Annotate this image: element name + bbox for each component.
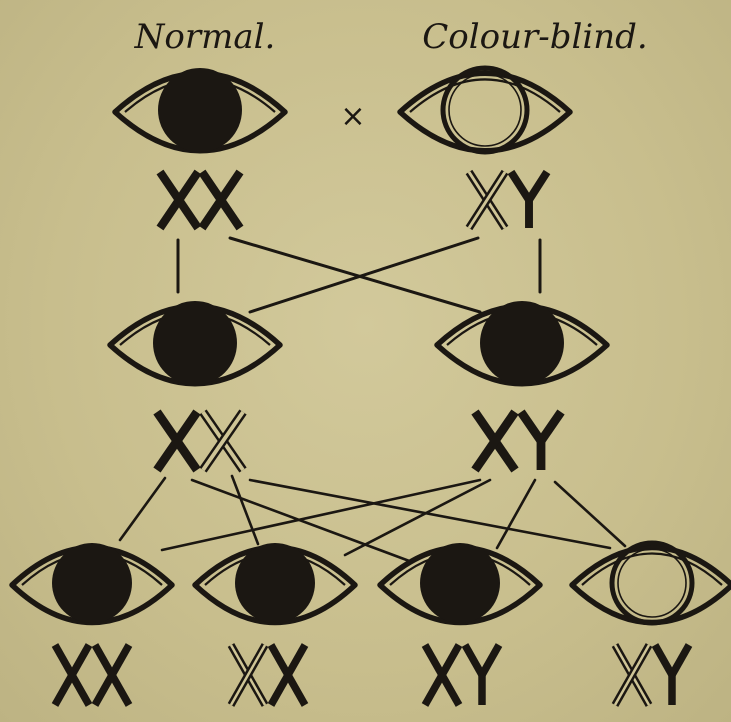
iris-filled xyxy=(153,301,237,385)
f2-3-chromosome-1 xyxy=(425,645,459,705)
iris-filled xyxy=(420,543,500,623)
line-f1a-f2a xyxy=(120,478,165,540)
eye-f2-2 xyxy=(195,543,355,623)
f2-4-chromosome-1 xyxy=(615,645,649,705)
f2-2-chromosome-2 xyxy=(271,645,305,705)
iris-filled xyxy=(480,301,564,385)
line-f1b-f2d xyxy=(555,482,625,546)
iris-hollow xyxy=(443,68,527,152)
eye-f1-1 xyxy=(110,301,280,385)
eye-parent-colourblind xyxy=(400,68,570,152)
f2-2-chromosome-1 xyxy=(231,645,265,705)
parent-1-chromosome-1 xyxy=(160,172,198,228)
eye-f2-4 xyxy=(572,543,731,623)
eye-f2-3 xyxy=(380,543,540,623)
f2-3-chromosome-2 xyxy=(465,645,499,705)
parent-label-normal: Normal. xyxy=(134,17,276,57)
f1-2-chromosome-2 xyxy=(521,412,561,470)
f2-1-chromosome-2 xyxy=(95,645,129,705)
f1-1-chromosome-2 xyxy=(203,412,243,470)
parent-label-colourblind: Colour-blind. xyxy=(422,17,647,57)
eye-parent-normal xyxy=(115,68,285,152)
parent-2-chromosome-2 xyxy=(511,172,547,228)
f1-2-chromosome-1 xyxy=(475,412,515,470)
cross-symbol: × xyxy=(340,99,365,134)
parent-1-chromosome-2 xyxy=(202,172,240,228)
iris-filled xyxy=(52,543,132,623)
iris-filled xyxy=(235,543,315,623)
line-f1b-f2c xyxy=(497,480,535,548)
f2-1-chromosome-1 xyxy=(55,645,89,705)
line-f1b-f2b xyxy=(345,480,490,555)
f1-1-chromosome-1 xyxy=(157,412,197,470)
chromosomes-layer xyxy=(55,172,689,705)
inheritance-lines xyxy=(120,238,625,562)
f2-4-chromosome-2 xyxy=(655,645,689,705)
eye-f1-2 xyxy=(437,301,607,385)
iris-filled xyxy=(158,68,242,152)
eye-f2-1 xyxy=(12,543,172,623)
parent-2-chromosome-1 xyxy=(469,172,505,228)
iris-hollow xyxy=(612,543,692,623)
